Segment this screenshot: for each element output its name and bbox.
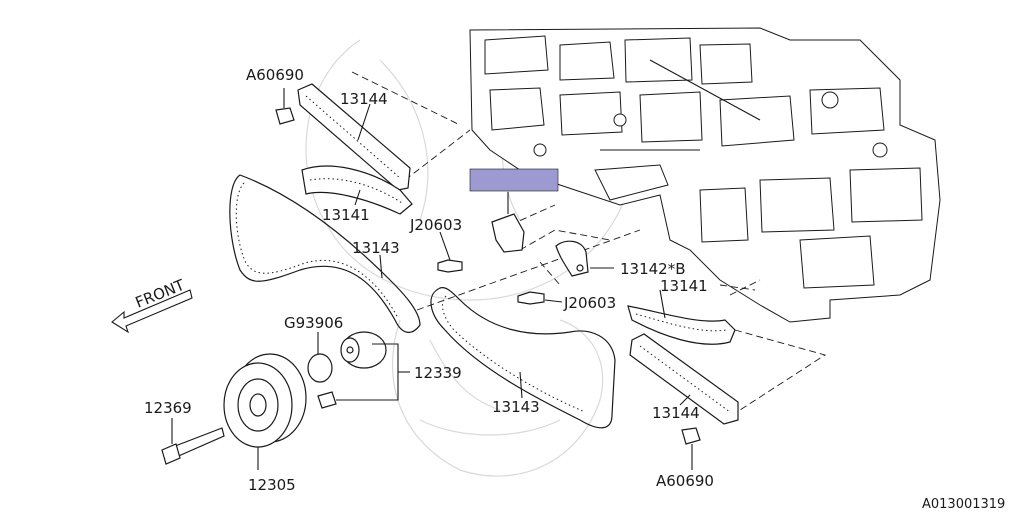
label-j20603-right: J20603 xyxy=(563,294,616,312)
label-a60690-top: A60690 xyxy=(246,66,304,84)
label-12369: 12369 xyxy=(144,399,192,417)
bolt-a60690-top xyxy=(275,88,295,125)
engine-block xyxy=(469,27,941,323)
front-arrow-icon xyxy=(111,289,193,334)
o-ring-g93906 xyxy=(307,332,333,383)
chain-tensioner-lever-13141-upper xyxy=(301,165,413,215)
leader-lines xyxy=(354,103,691,406)
chain-guide-13144-lower xyxy=(629,333,739,425)
diagram-id: A013001319 xyxy=(922,497,1005,512)
label-12339: 12339 xyxy=(414,364,462,382)
timing-chain-13143-left xyxy=(229,174,421,333)
idler-pulley-12339 xyxy=(317,331,410,409)
reference-lines xyxy=(351,71,827,411)
highlight-box xyxy=(469,168,559,192)
timing-chain-13143-right xyxy=(430,287,616,429)
chain-tensioner-lever-13141-right xyxy=(627,305,736,345)
label-13143-right: 13143 xyxy=(492,398,540,416)
label-g93906: G93906 xyxy=(284,314,343,332)
label-13143-left: 13143 xyxy=(352,239,400,257)
bolt-a60690-bottom xyxy=(681,427,701,470)
front-label: FRONT xyxy=(133,276,188,312)
label-a60690-bottom: A60690 xyxy=(656,472,714,490)
bolt-j20603-right xyxy=(517,291,545,305)
crank-pulley-12305 xyxy=(223,353,307,470)
label-13141-right: 13141 xyxy=(660,277,708,295)
label-j20603-left: J20603 xyxy=(409,216,462,234)
label-13144-top: 13144 xyxy=(340,90,388,108)
label-13141-left: 13141 xyxy=(322,206,370,224)
chain-guide-13144-upper xyxy=(297,83,411,191)
bolt-j20603-left xyxy=(437,259,463,273)
label-13144-bottom: 13144 xyxy=(652,404,700,422)
label-13142b: 13142*B xyxy=(620,260,686,278)
crank-bolt-12369 xyxy=(161,418,225,465)
label-12305: 12305 xyxy=(248,476,296,494)
chain-tensioner-13142 xyxy=(491,192,525,253)
chain-guide-13142b xyxy=(555,240,589,277)
